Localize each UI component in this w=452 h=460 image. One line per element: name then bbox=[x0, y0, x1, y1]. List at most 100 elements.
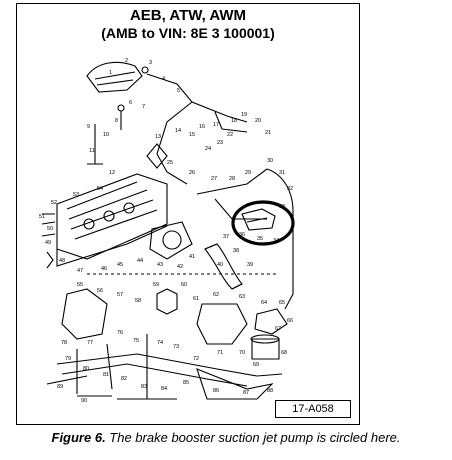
part-number-label: 19 bbox=[241, 112, 247, 118]
part-number-label: 28 bbox=[229, 176, 235, 182]
part-number-label: 24 bbox=[205, 146, 211, 152]
part-number-label: 25 bbox=[167, 160, 173, 166]
intake-runner-upper bbox=[86, 61, 143, 93]
part-number-label: 39 bbox=[247, 262, 253, 268]
diagram-title-vin-range: (AMB to VIN: 8E 3 100001) bbox=[101, 25, 275, 41]
part-number-label: 45 bbox=[117, 262, 123, 268]
part-number-label: 51 bbox=[39, 214, 45, 220]
part-number-label: 42 bbox=[177, 264, 183, 270]
part-number-label: 67 bbox=[275, 326, 281, 332]
part-number-label: 43 bbox=[157, 262, 163, 268]
part-number-label: 75 bbox=[133, 338, 139, 344]
part-number-label: 3 bbox=[149, 60, 152, 66]
check-valve bbox=[146, 143, 168, 169]
part-number-label: 46 bbox=[101, 266, 107, 272]
part-number-label: 37 bbox=[223, 234, 229, 240]
part-number-label: 49 bbox=[45, 240, 51, 246]
diagram-frame: AEB, ATW, AWM (AMB to VIN: 8E 3 100001) bbox=[16, 3, 360, 425]
part-number-label: 34 bbox=[273, 238, 279, 244]
part-number-label: 41 bbox=[189, 254, 195, 260]
part-number-label: 60 bbox=[181, 282, 187, 288]
part-number-label: 58 bbox=[135, 298, 141, 304]
diagram-title-engine-codes: AEB, ATW, AWM bbox=[129, 7, 247, 24]
vacuum-line-right bbox=[266, 168, 294, 310]
part-number-label: 7 bbox=[142, 104, 145, 110]
part-number-label: 63 bbox=[239, 294, 245, 300]
part-number-label: 20 bbox=[255, 118, 261, 124]
tray-bottom bbox=[196, 368, 274, 400]
part-number-label: 80 bbox=[83, 366, 89, 372]
figure-caption: Figure 6. The brake booster suction jet … bbox=[0, 430, 452, 445]
part-number-label: 9 bbox=[87, 124, 90, 130]
part-number-label: 29 bbox=[245, 170, 251, 176]
part-number-label: 79 bbox=[65, 356, 71, 362]
part-number-label: 53 bbox=[73, 192, 79, 198]
part-number-label: 31 bbox=[279, 170, 285, 176]
part-number-label: 18 bbox=[231, 118, 237, 124]
part-number-label: 17 bbox=[213, 122, 219, 128]
part-number-label: 4 bbox=[162, 76, 165, 82]
highlight-circle bbox=[231, 200, 295, 246]
part-number-label: 57 bbox=[117, 292, 123, 298]
part-number-label: 72 bbox=[193, 356, 199, 362]
canister bbox=[251, 338, 280, 360]
vacuum-hose-mid bbox=[156, 101, 193, 185]
part-number-label: 10 bbox=[103, 132, 109, 138]
part-number-label: 21 bbox=[265, 130, 271, 136]
part-number-label: 14 bbox=[175, 128, 181, 134]
part-number-label: 85 bbox=[183, 380, 189, 386]
solenoid-valve bbox=[196, 303, 248, 345]
part-number-label: 8 bbox=[115, 118, 118, 124]
hose-run-bottom bbox=[56, 353, 283, 377]
part-number-label: 56 bbox=[97, 288, 103, 294]
part-number-label: 22 bbox=[227, 132, 233, 138]
part-number-label: 83 bbox=[141, 384, 147, 390]
part-number-label: 82 bbox=[121, 376, 127, 382]
part-number-label: 54 bbox=[97, 186, 103, 192]
part-number-label: 62 bbox=[213, 292, 219, 298]
part-number-label: 27 bbox=[211, 176, 217, 182]
part-number-label: 65 bbox=[279, 300, 285, 306]
part-number-label: 71 bbox=[217, 350, 223, 356]
fitting-lower-center bbox=[156, 288, 178, 315]
part-number-label: 66 bbox=[287, 318, 293, 324]
part-number-label: 84 bbox=[161, 386, 167, 392]
caption-label: Figure 6. bbox=[51, 430, 106, 445]
part-number-label: 77 bbox=[87, 340, 93, 346]
part-number-label: 68 bbox=[281, 350, 287, 356]
part-number-label: 16 bbox=[199, 124, 205, 130]
part-number-label: 6 bbox=[129, 100, 132, 106]
part-number-label: 32 bbox=[287, 186, 293, 192]
part-number-label: 40 bbox=[217, 262, 223, 268]
part-number-label: 87 bbox=[243, 390, 249, 396]
part-number-label: 2 bbox=[125, 58, 128, 64]
part-number-label: 81 bbox=[103, 372, 109, 378]
bracket-lower-left bbox=[61, 288, 108, 340]
part-number-label: 47 bbox=[77, 268, 83, 274]
part-number-label: 23 bbox=[217, 140, 223, 146]
caption-text: The brake booster suction jet pump is ci… bbox=[105, 430, 401, 445]
part-number-label: 13 bbox=[155, 134, 161, 140]
part-number-label: 5 bbox=[177, 88, 180, 94]
part-number-label: 1 bbox=[109, 70, 112, 76]
part-number-label: 11 bbox=[89, 148, 95, 154]
part-number-label: 78 bbox=[61, 340, 67, 346]
part-number-label: 88 bbox=[267, 388, 273, 394]
part-number-label: 44 bbox=[137, 258, 143, 264]
part-number-label: 38 bbox=[233, 248, 239, 254]
part-number-label: 89 bbox=[57, 384, 63, 390]
part-number-label: 30 bbox=[267, 158, 273, 164]
suction-jet-pump bbox=[241, 208, 276, 231]
part-number-label: 48 bbox=[59, 258, 65, 264]
part-number-label: 64 bbox=[261, 300, 267, 306]
part-number-label: 33 bbox=[279, 204, 285, 210]
part-number-label: 69 bbox=[253, 362, 259, 368]
part-number-label: 73 bbox=[173, 344, 179, 350]
part-number-label: 50 bbox=[47, 226, 53, 232]
part-number-label: 59 bbox=[153, 282, 159, 288]
part-number-label: 86 bbox=[213, 388, 219, 394]
throttle-body bbox=[149, 221, 193, 260]
part-number-label: 26 bbox=[189, 170, 195, 176]
